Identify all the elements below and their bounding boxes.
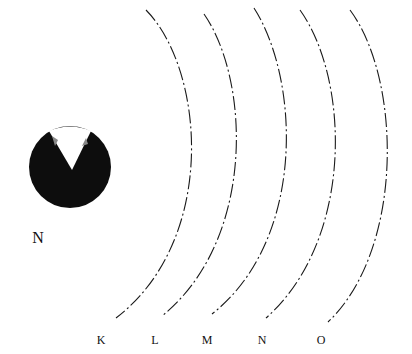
shell-arc: [266, 10, 335, 318]
shell-label: K: [97, 334, 106, 346]
shell-arc: [328, 10, 387, 322]
shell-arc: [212, 8, 286, 314]
shell-arc: [116, 10, 192, 318]
shell-label: L: [151, 334, 158, 346]
shell-label: M: [202, 334, 213, 346]
nucleus-shading: [52, 136, 88, 146]
electron-shells: [116, 8, 387, 322]
nucleus-label: N: [32, 230, 44, 246]
shell-label: O: [317, 334, 326, 346]
nucleus: [29, 126, 111, 208]
shell-arc: [162, 14, 236, 316]
shell-label: N: [258, 334, 267, 346]
nucleus-wedge: [49, 127, 91, 171]
nucleus-disc: [29, 126, 111, 208]
